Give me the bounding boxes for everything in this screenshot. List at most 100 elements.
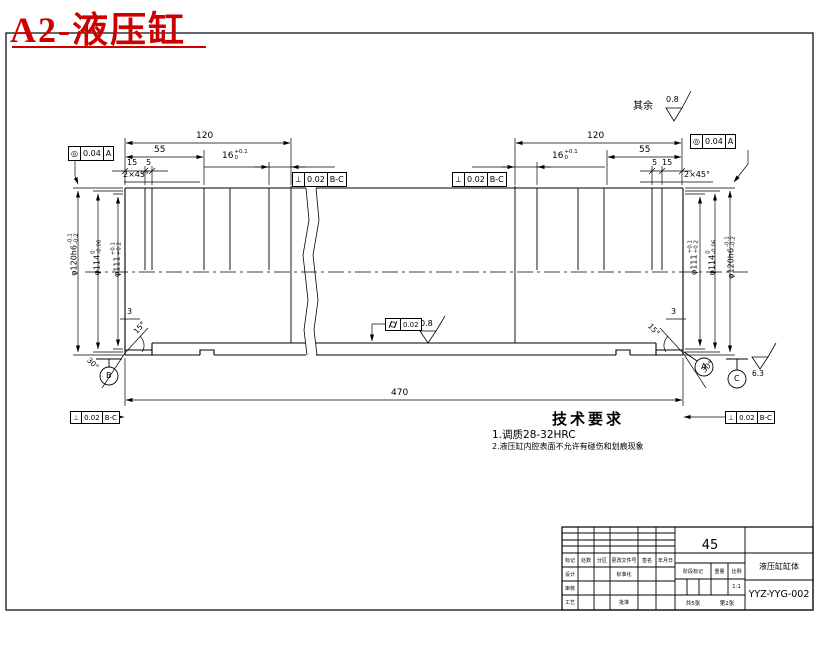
fcf-perp-bl-value: 0.02: [82, 412, 103, 423]
datum-a-symbol: [683, 351, 714, 377]
roughness-icon-end: [751, 342, 777, 370]
cylindricity-icon: [386, 319, 401, 330]
chamfer-note-left: 2×45°: [123, 170, 149, 179]
tb-label-approve: 批准: [618, 600, 629, 606]
titleblock-part-name: 液压缸缸体: [759, 562, 799, 571]
dim-15-left: 15: [127, 158, 138, 167]
ra-default-value: 0.8: [666, 95, 679, 104]
dim-16-right-lower-tol: 0: [564, 154, 568, 161]
dia-114-left-low: -0.06: [96, 239, 102, 254]
dia-111-left-value: φ111: [112, 256, 122, 277]
dia-114-right-low: -0.06: [711, 239, 717, 254]
dia-120h6-right-low: -0.2: [730, 236, 736, 248]
concentricity-icon: ◎: [69, 147, 81, 160]
fcf-concentricity-left-datum: A: [105, 149, 112, 158]
dia-120h6-left: φ120h6 -0.1-0.2: [67, 226, 81, 284]
part-outline: [124, 186, 684, 356]
titleblock-material: 45: [701, 537, 719, 553]
dia-120h6-left-low: -0.2: [73, 233, 79, 245]
dia-114-left-value: φ114: [92, 254, 102, 276]
dimension-lines: [73, 138, 749, 420]
tb-scale-value: 1:1: [732, 584, 741, 590]
tb-sheet-number: 第2张: [719, 600, 735, 607]
dia-111-left-low: +0.2: [116, 242, 122, 256]
datum-c-symbol: [726, 358, 748, 389]
fcf-cylindricity: 0.02: [385, 318, 422, 331]
tb-label-standardize: 标准化: [616, 571, 632, 578]
datum-a-label: A: [701, 362, 707, 371]
tb-label-date: 年月日: [657, 557, 673, 564]
datum-c-label: C: [734, 374, 740, 383]
tb-label-stage: 阶段标记: [682, 568, 703, 575]
tb-sheet-total: 共5张: [685, 600, 701, 607]
fcf-perp-br-value: 0.02: [737, 412, 758, 423]
fcf-cylindricity-value: 0.02: [403, 320, 419, 329]
tb-label-design: 设计: [564, 571, 575, 578]
title-block-grid: [561, 526, 814, 611]
qiyu-note: 其余: [633, 101, 653, 112]
dim-5-right: 5: [652, 158, 658, 167]
dia-120h6-right: φ120h6 -0.1-0.2: [724, 229, 738, 287]
dim-5-left: 5: [146, 158, 152, 167]
dia-114-right-value: φ114: [707, 254, 717, 276]
dim-16-right-value: 16: [552, 150, 564, 161]
dim-120-left: 120: [196, 131, 214, 141]
fcf-concentricity-left: ◎ 0.04 A: [68, 146, 115, 161]
tb-label-change-file: 更改文件号: [611, 557, 637, 564]
dia-114-right: φ114 0-0.06: [705, 229, 719, 287]
fcf-perpendicularity-top-left: ⊥ 0.02 B-C: [292, 172, 347, 187]
dim-55-left: 55: [154, 145, 166, 155]
dia-120h6-left-value: φ120h6: [69, 245, 79, 276]
perpendicularity-icon: ⊥: [453, 173, 465, 186]
chamfer-note-right: 2×45°: [684, 170, 710, 179]
fcf-perpendicularity-bottom-left: ⊥ 0.02 B-C: [70, 411, 120, 424]
dia-114-left: φ114 0-0.06: [90, 229, 104, 287]
fcf-perp-tr-value: 0.02: [465, 173, 488, 186]
tb-label-process: 工艺: [564, 600, 575, 606]
tb-label-scale: 比例: [731, 568, 742, 575]
dim-16-left-value: 16: [222, 150, 234, 161]
fcf-perp-tl-value: 0.02: [305, 173, 328, 186]
fcf-perp-bl-datum: B-C: [104, 413, 117, 422]
dim-120-right: 120: [587, 131, 605, 141]
dim-16-left-upper-tol: +0.1: [234, 149, 248, 155]
titleblock-drawing-number: YYZ-YYG-002: [748, 589, 810, 600]
dim-3-right: 3: [671, 307, 677, 316]
dia-111-right-value: φ111: [689, 254, 699, 275]
fcf-concentricity-right-value: 0.04: [703, 135, 726, 148]
dim-16-right-upper-tol: +0.1: [564, 149, 578, 155]
fcf-concentricity-left-value: 0.04: [81, 147, 104, 160]
fcf-perp-br-datum: B-C: [759, 413, 772, 422]
tb-label-count: 处数: [580, 557, 591, 564]
page-title: A2-液压缸: [10, 10, 186, 50]
dim-3-left: 3: [127, 307, 133, 316]
perpendicularity-icon: ⊥: [293, 173, 305, 186]
tech-requirement-2: 2.液压缸内腔表面不允许有碰伤和划痕现象: [492, 442, 644, 451]
tech-requirement-1: 1.调质28-32HRC: [492, 429, 576, 441]
fcf-perpendicularity-top-right: ⊥ 0.02 B-C: [452, 172, 507, 187]
datum-b-symbol: [96, 358, 122, 386]
fcf-perp-tl-datum: B-C: [329, 175, 344, 184]
concentricity-icon: ◎: [691, 135, 703, 148]
datum-b-label: B: [106, 371, 112, 380]
dia-111-right: φ111 +0.1+0.2: [687, 229, 701, 287]
roughness-icon-bore: [419, 315, 446, 344]
perpendicularity-icon: ⊥: [726, 412, 738, 423]
tb-label-check: 审核: [564, 585, 575, 592]
dim-16-left-lower-tol: 0: [234, 154, 238, 161]
sheet-frame: [5, 32, 814, 611]
tb-label-zone: 分区: [596, 557, 607, 564]
perpendicularity-icon: ⊥: [71, 412, 83, 423]
corner-details: [101, 327, 707, 389]
tb-label-sign: 签名: [641, 557, 652, 564]
tech-requirements-heading: 技术要求: [552, 412, 625, 428]
dia-111-left: φ111 +0.1+0.2: [110, 231, 124, 289]
dia-120h6-right-value: φ120h6: [726, 248, 736, 279]
dim-55-right: 55: [639, 145, 651, 155]
fcf-perpendicularity-bottom-right: ⊥ 0.02 B-C: [725, 411, 775, 424]
ra-end-value: 6.3: [752, 369, 764, 378]
dim-15-right: 15: [662, 158, 673, 167]
